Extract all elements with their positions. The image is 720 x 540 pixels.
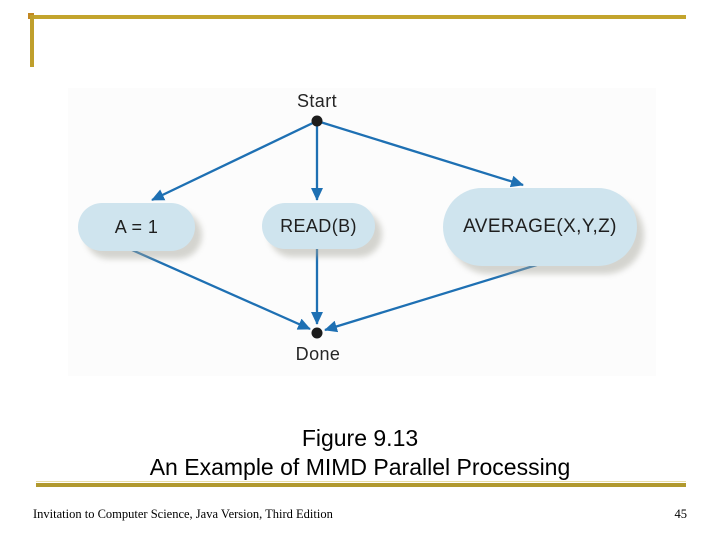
- start-node-label: Start: [296, 91, 338, 111]
- done-node-dot: [311, 327, 323, 339]
- edge-task-a-to-done: [131, 248, 311, 331]
- start-node-dot: [311, 115, 323, 127]
- task-node-average-label: AVERAGE(X,Y,Z): [463, 216, 617, 237]
- task-node-read-label: READ(B): [280, 215, 357, 236]
- figure-diagram: Start A = 1 READ(B) AVERAGE(X,Y,Z) Done: [68, 88, 656, 376]
- done-node-label: Done: [295, 344, 341, 364]
- diagram-edges: [131, 115, 541, 339]
- footer-book-title: Invitation to Computer Science, Java Ver…: [33, 507, 333, 521]
- figure-caption-title: An Example of MIMD Parallel Processing: [149, 454, 571, 480]
- footer-rule-dark: [36, 483, 686, 487]
- top-border-rule: [30, 15, 686, 19]
- figure-caption: Figure 9.13 An Example of MIMD Parallel …: [0, 424, 720, 482]
- task-node-a-label: A = 1: [114, 216, 159, 237]
- task-node-average: AVERAGE(X,Y,Z): [443, 188, 637, 266]
- footer-page-number: 45: [674, 507, 688, 521]
- edge-task-average-to-done: [324, 262, 541, 333]
- task-node-read: READ(B): [262, 203, 375, 249]
- figure-caption-number: Figure 9.13: [301, 425, 419, 451]
- left-border-rule: [30, 15, 34, 67]
- task-node-a: A = 1: [78, 203, 195, 251]
- edge-start-to-task-average: [316, 119, 524, 188]
- footer-rule-light: [36, 481, 686, 482]
- edge-start-to-task-a: [151, 119, 318, 202]
